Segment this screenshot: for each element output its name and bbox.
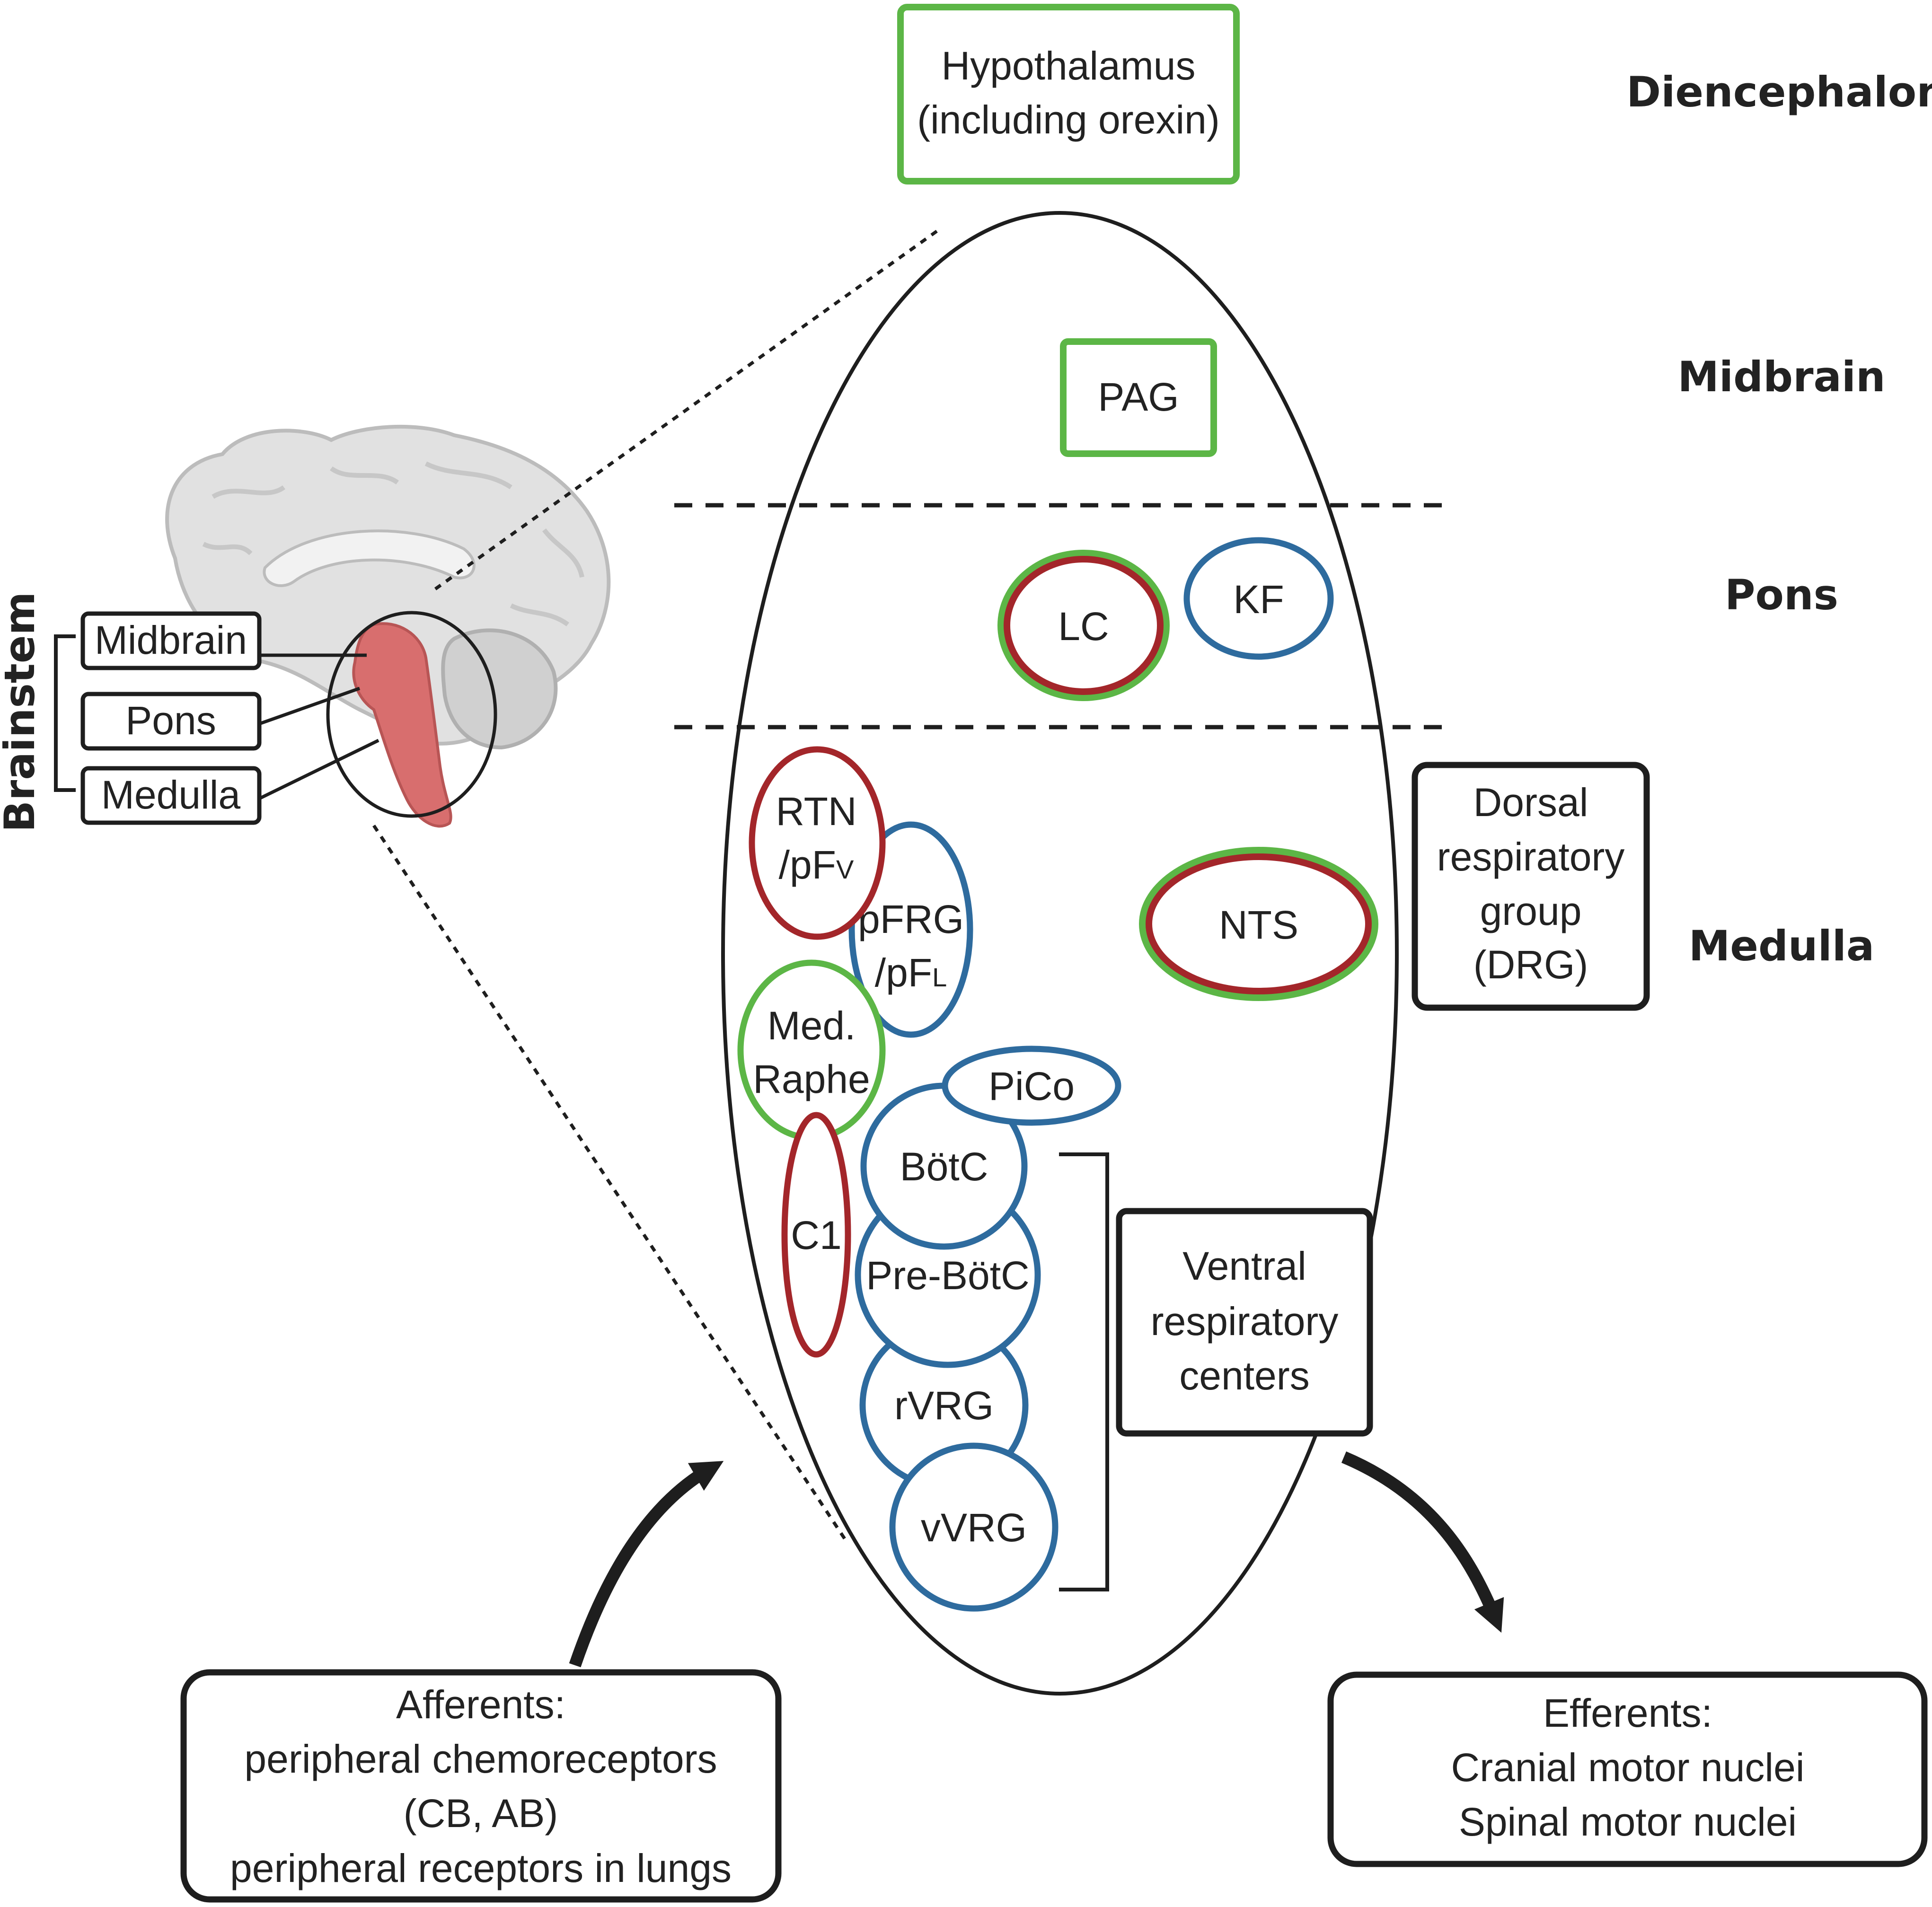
drg-label-line1: Dorsal xyxy=(1473,780,1588,825)
vvrg-label: vVRG xyxy=(921,1505,1027,1550)
kf-label: KF xyxy=(1233,577,1284,622)
pfrg-label-line2-sub: L xyxy=(932,962,947,992)
pons-label: Pons xyxy=(125,698,216,743)
pons-pointer xyxy=(258,686,361,726)
rtn-label-line1: RTN xyxy=(776,789,856,834)
afferents-line3: (CB, AB) xyxy=(404,1791,558,1836)
efferents-box xyxy=(1327,1671,1928,1867)
efferent-arrow xyxy=(1341,1451,1504,1633)
rvrg-label: rVRG xyxy=(894,1383,994,1428)
pfrg-label-line2-main: /pF xyxy=(875,950,932,995)
raphe-label-line2: Raphe xyxy=(753,1057,870,1101)
nts-label: NTS xyxy=(1219,903,1298,947)
brainstem-title: Brainstem xyxy=(0,592,44,833)
lc-label: LC xyxy=(1058,604,1109,649)
pfrg-node xyxy=(848,821,973,1038)
region-label-pons: Pons xyxy=(1725,571,1838,619)
midbrain-label: Midbrain xyxy=(95,618,247,662)
afferents-line2: peripheral chemoreceptors xyxy=(244,1737,717,1781)
pag-label: PAG xyxy=(1098,375,1179,419)
region-label-medulla: Medulla xyxy=(1689,922,1875,970)
brainstem-zoom-ellipse xyxy=(721,211,1399,1696)
kf-node xyxy=(1183,537,1334,660)
vrc-label-line3: centers xyxy=(1179,1353,1309,1398)
drg-label-line2: respiratory xyxy=(1437,835,1625,879)
raphe-label-line1: Med. xyxy=(768,1003,856,1048)
afferents-line1: Afferents: xyxy=(396,1682,565,1727)
efferents-line1: Efferents: xyxy=(1543,1691,1712,1735)
cerebellum-shape xyxy=(441,628,558,750)
pfrg-label-line2: /pFL xyxy=(875,950,947,995)
sulci xyxy=(202,461,584,627)
botc-label: BötC xyxy=(900,1144,988,1189)
medulla-label-box xyxy=(80,766,262,825)
hypothalamus-label-line1: Hypothalamus xyxy=(942,44,1196,88)
rtn-label-line2: /pFV xyxy=(779,843,854,887)
efferents-line2: Cranial motor nuclei xyxy=(1451,1745,1805,1790)
rtn-label-line2-main: /pF xyxy=(779,843,836,887)
region-label-diencephalon: Diencephalon xyxy=(1626,68,1932,116)
rtn-node xyxy=(749,746,886,940)
prebotc-label: Pre-BötC xyxy=(866,1253,1029,1298)
drg-label-line4: (DRG) xyxy=(1473,942,1588,987)
vrc-label-line1: Ventral xyxy=(1182,1244,1306,1288)
midbrain-label-box xyxy=(80,611,262,670)
pico-node xyxy=(942,1046,1121,1126)
afferent-arrow xyxy=(569,1461,724,1668)
brainstem-legend: Brainstem Midbrain Pons Medulla xyxy=(0,592,379,833)
pico-label: PiCo xyxy=(988,1064,1075,1108)
efferents-line3: Spinal motor nuclei xyxy=(1459,1800,1797,1844)
brainstem-tissue xyxy=(352,622,452,828)
vvrg-node xyxy=(889,1442,1059,1612)
pons-label-box xyxy=(80,692,262,751)
pfrg-label-line1: pFRG xyxy=(858,897,964,941)
afferents-line4: peripheral receptors in lungs xyxy=(230,1846,732,1890)
drg-label-line3: group xyxy=(1480,889,1582,933)
afferents-box xyxy=(180,1669,782,1903)
vrc-bracket xyxy=(1059,1152,1109,1591)
lc-node xyxy=(1004,556,1164,695)
brain-illustration xyxy=(165,424,611,828)
hypothalamus-box xyxy=(897,4,1240,185)
brainstem-magnifier-circle xyxy=(326,611,497,818)
hypothalamus-label-line2: (including orexin) xyxy=(917,97,1220,142)
vrc-box xyxy=(1116,1208,1373,1437)
drg-box xyxy=(1412,762,1650,1011)
c1-node xyxy=(781,1112,851,1358)
nts-node xyxy=(1146,853,1372,994)
zoom-line-top xyxy=(434,228,941,590)
c1-label: C1 xyxy=(791,1213,841,1257)
raphe-node xyxy=(737,959,886,1141)
corpus-callosum xyxy=(263,529,476,588)
brainstem-bracket xyxy=(54,634,76,792)
pag-box xyxy=(1060,338,1217,457)
zoom-line-bottom xyxy=(372,825,848,1543)
region-label-midbrain: Midbrain xyxy=(1677,352,1885,401)
medulla-pointer xyxy=(258,738,379,800)
rtn-label-line2-sub: V xyxy=(836,854,854,884)
vrc-label-line2: respiratory xyxy=(1151,1299,1339,1344)
medulla-label: Medulla xyxy=(101,773,240,817)
